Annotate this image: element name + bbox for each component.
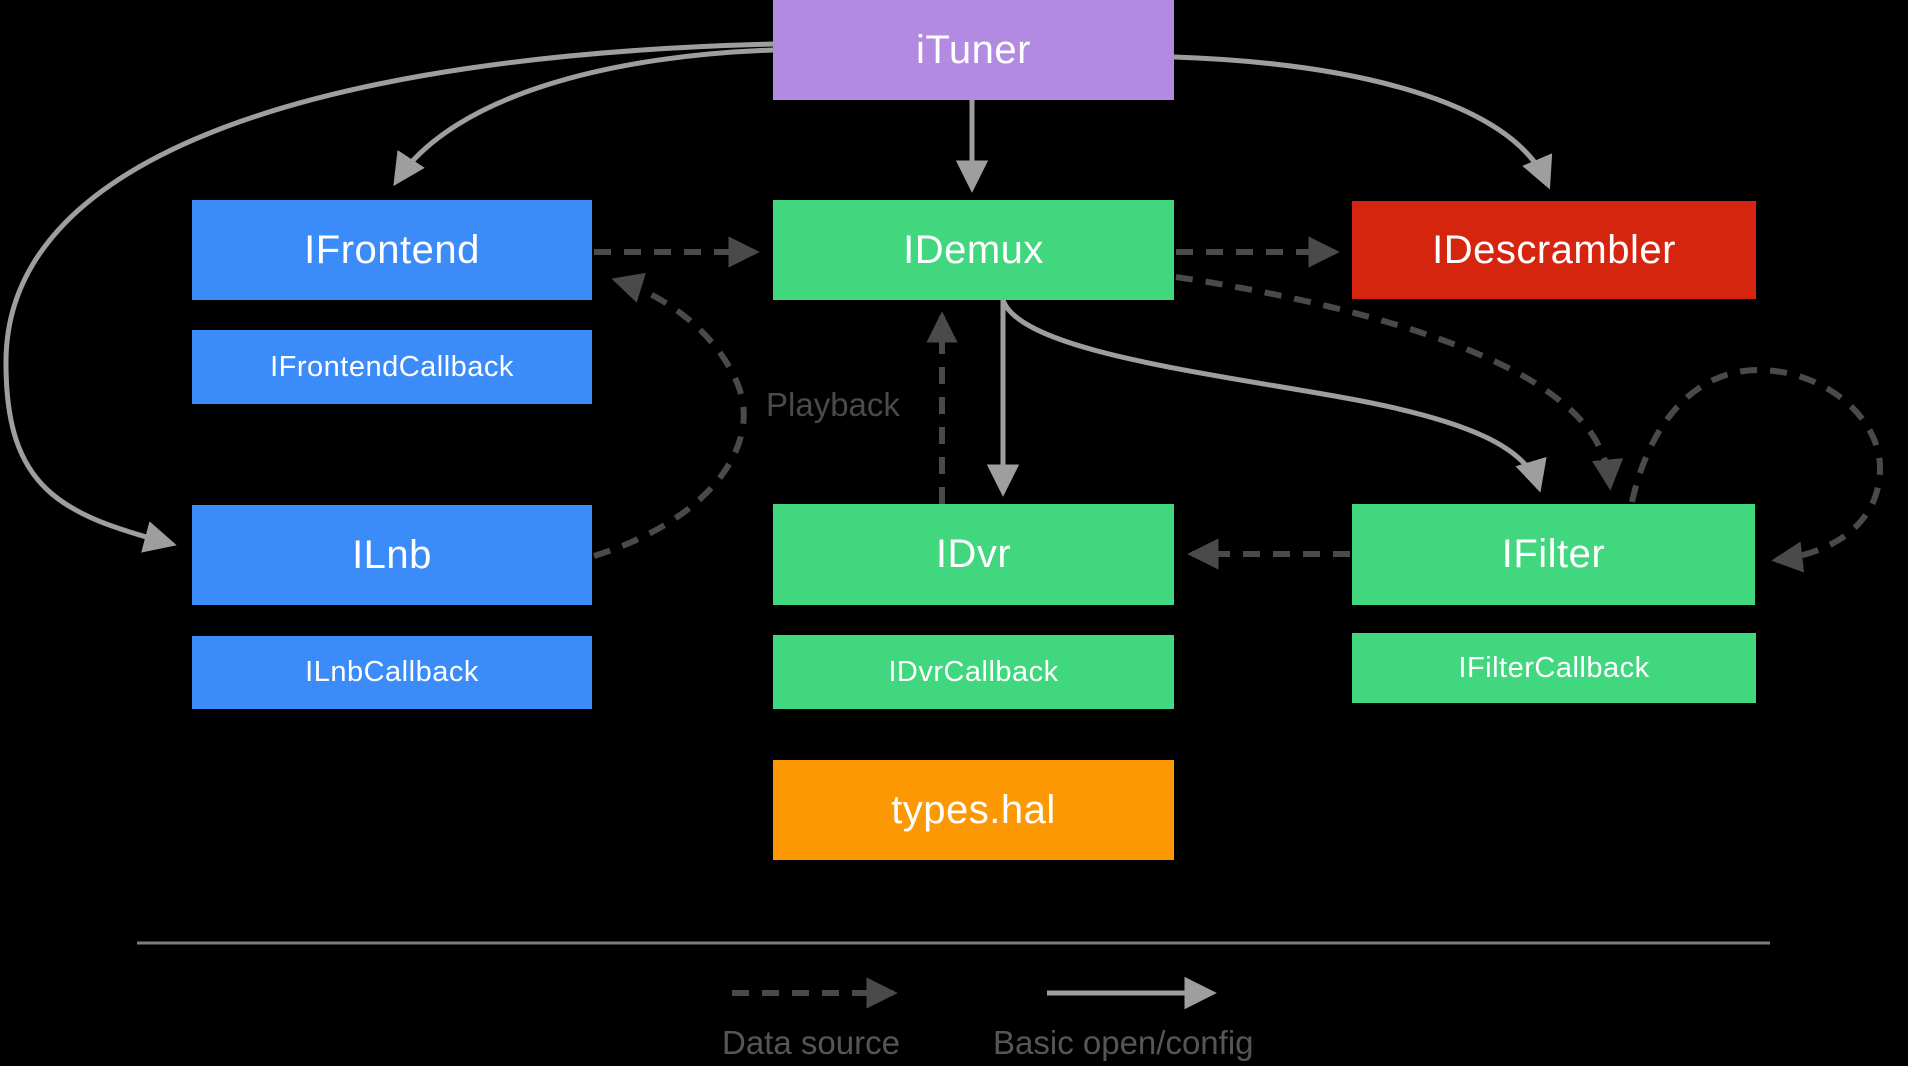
node-idemux: IDemux (773, 200, 1174, 300)
node-ituner: iTuner (773, 0, 1174, 100)
node-idescrambler: IDescrambler (1352, 201, 1756, 299)
node-ilnb-callback-label: ILnbCallback (305, 656, 479, 688)
legend-basic-open-config-label: Basic open/config (993, 1024, 1254, 1061)
node-idvr-callback: IDvrCallback (773, 635, 1174, 709)
arrow-ilnb-to-ifrontend-dashed (593, 272, 747, 559)
node-ifrontend-callback-label: IFrontendCallback (270, 350, 514, 383)
legend-data-source-label: Data source (722, 1024, 900, 1061)
node-types-hal-label: types.hal (891, 787, 1056, 832)
node-ifilter-callback: IFilterCallback (1352, 633, 1756, 703)
node-ilnb-label: ILnb (352, 532, 432, 577)
playback-edge-label: Playback (766, 386, 900, 423)
arrow-idemux-to-ifilter-solid (1000, 299, 1547, 493)
arrow-ituner-to-ifrontend (393, 47, 775, 187)
node-types-hal: types.hal (773, 760, 1174, 860)
arrow-idemux-to-ifilter-dashed (1175, 274, 1624, 491)
node-idescrambler-label: IDescrambler (1432, 227, 1676, 272)
node-ifilter-label: IFilter (1501, 532, 1606, 576)
node-ifrontend-label: IFrontend (304, 227, 480, 272)
node-ilnb-callback: ILnbCallback (192, 636, 592, 709)
node-idvr-callback-label: IDvrCallback (888, 655, 1059, 688)
node-ifilter-callback-label: IFilterCallback (1458, 651, 1650, 684)
node-ilnb: ILnb (192, 505, 592, 605)
node-idvr: IDvr (773, 504, 1174, 605)
node-ifrontend-callback: IFrontendCallback (192, 330, 592, 404)
node-ifilter: IFilter (1352, 504, 1755, 605)
arrow-ituner-to-idescrambler (1173, 54, 1553, 190)
node-ifrontend: IFrontend (192, 200, 592, 300)
node-idvr-label: IDvr (935, 532, 1012, 576)
node-idemux-label: IDemux (903, 227, 1044, 272)
node-ituner-label: iTuner (916, 27, 1031, 72)
